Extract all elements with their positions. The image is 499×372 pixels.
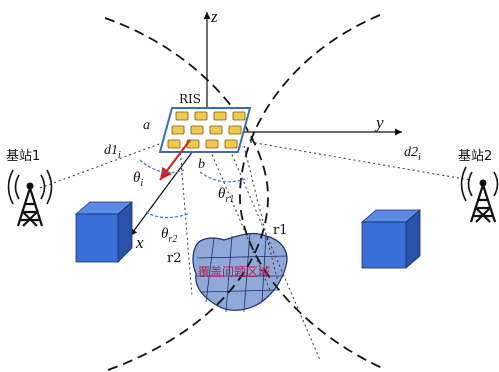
boundary-circles bbox=[104, 14, 383, 371]
theta-i-arc bbox=[139, 159, 185, 174]
d2-line bbox=[249, 141, 471, 181]
base-station-1-label: 基站1 bbox=[6, 149, 40, 164]
tower-icon bbox=[460, 166, 499, 223]
tower-1-body bbox=[16, 187, 44, 227]
edge-b-label: b bbox=[198, 157, 205, 172]
cube-1-front bbox=[75, 213, 119, 263]
coverage-area-label: 覆盖问题区域 bbox=[198, 265, 270, 279]
z-axis-label: z bbox=[210, 7, 218, 26]
circle-left bbox=[104, 17, 269, 371]
cube-2-front bbox=[361, 221, 407, 269]
distance-2-label: d2i bbox=[404, 145, 421, 163]
distance-1-label: d1i bbox=[104, 143, 121, 161]
x-axis-label: x bbox=[135, 233, 144, 252]
y-axis-label: y bbox=[374, 113, 384, 132]
incident-ray bbox=[159, 139, 191, 181]
ris-elements bbox=[167, 111, 246, 149]
theta-r2-label: θr2 bbox=[161, 226, 177, 245]
r1-label: r1 bbox=[273, 223, 288, 238]
r1-line-b bbox=[209, 149, 271, 291]
base-station-2-label: 基站2 bbox=[458, 149, 492, 164]
r1-line bbox=[243, 145, 279, 283]
tower-1-wave-left bbox=[14, 174, 20, 200]
theta-r1-arc bbox=[199, 171, 249, 183]
circle-right bbox=[239, 14, 383, 369]
d1-line bbox=[39, 139, 171, 189]
ris-label: RIS bbox=[179, 92, 201, 106]
angle-arcs bbox=[139, 159, 249, 219]
edge-a-label: a bbox=[143, 118, 150, 133]
connection-lines bbox=[39, 139, 471, 361]
building-icon bbox=[74, 201, 134, 263]
coverage-region bbox=[192, 232, 288, 313]
tower-1-wave-right bbox=[40, 174, 46, 200]
coverage-region-shape bbox=[192, 232, 288, 311]
r2-label: r2 bbox=[167, 251, 182, 266]
tower-1-wave-left-2 bbox=[7, 169, 14, 205]
theta-r1-label: θr1 bbox=[218, 186, 234, 205]
theta-r2-arc bbox=[145, 211, 189, 219]
building-icon bbox=[360, 209, 422, 269]
ris-panel-icon bbox=[158, 107, 252, 153]
theta-i-label: θi bbox=[133, 170, 143, 189]
tower-icon bbox=[7, 169, 53, 227]
tower-1-wave-right-2 bbox=[46, 169, 53, 205]
r1-line-c bbox=[229, 149, 321, 361]
